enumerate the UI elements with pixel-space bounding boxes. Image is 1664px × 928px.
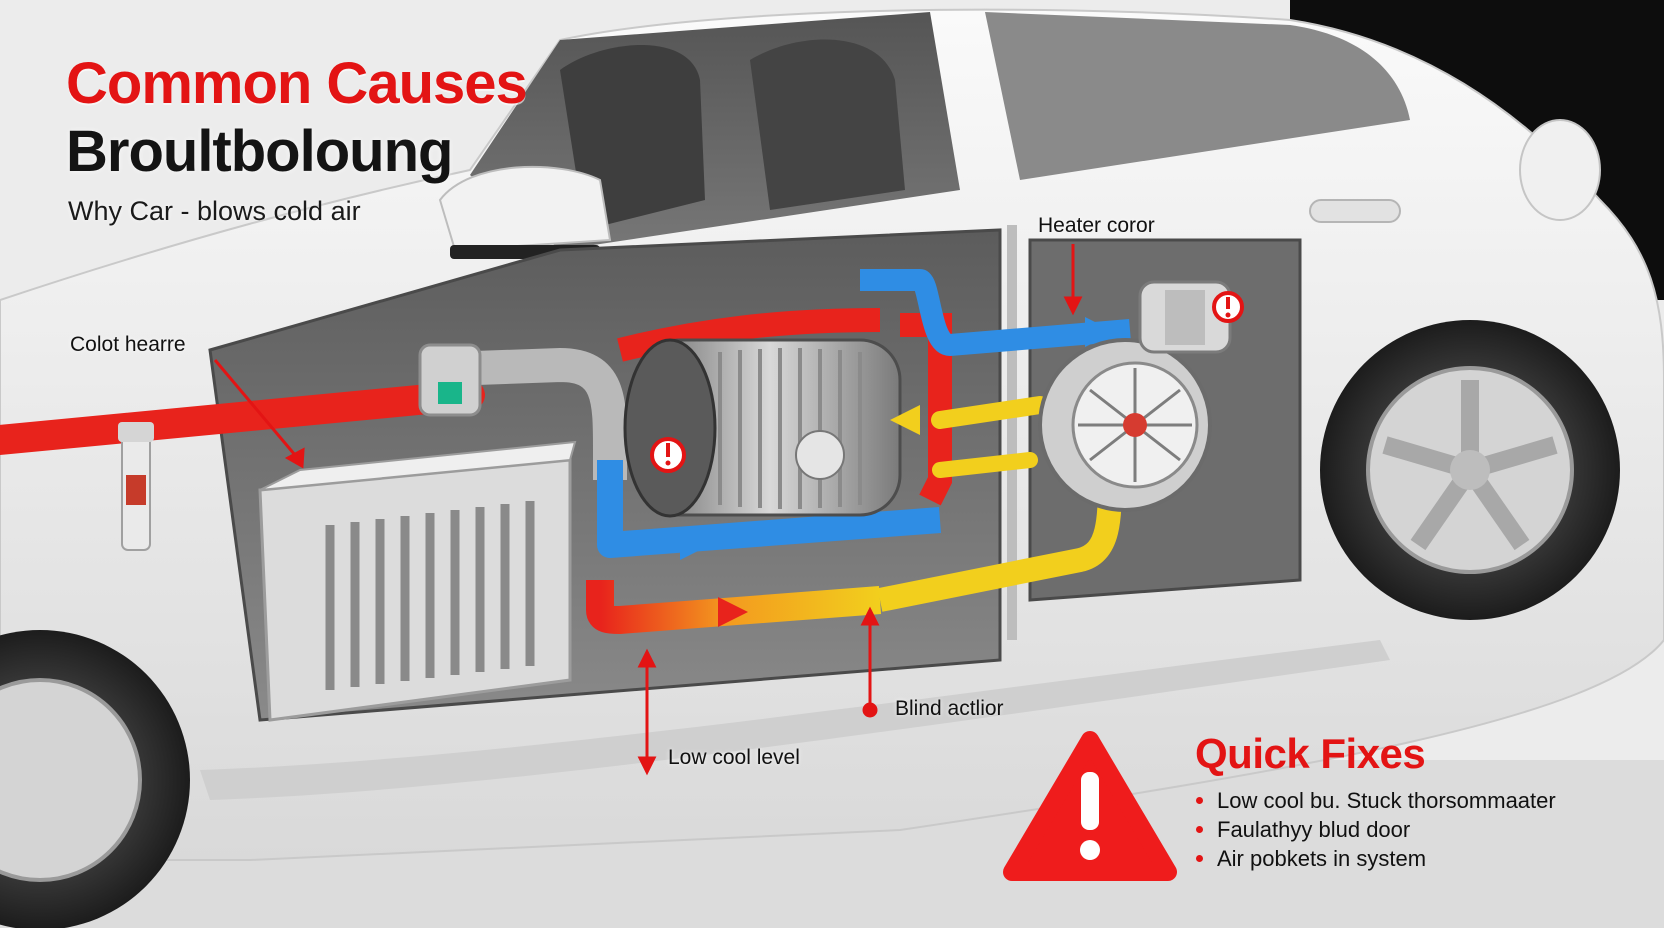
radiator [258,440,577,722]
coolant-sensor [118,422,154,551]
yellow-lower-pipe [932,452,1038,478]
rear-window [985,12,1410,180]
callout-colot-hearre: Colot hearre [70,333,186,356]
heater-core-fan [1038,338,1212,512]
fuel-cap [1519,119,1601,221]
bullet-icon [1196,825,1203,833]
callout-heater-core: Heater coror [1038,214,1155,237]
grey-coolant-pipe [419,347,627,480]
cold-return-pipe [597,460,941,558]
pipe-valve [418,343,482,417]
alert-badge-icon [650,437,686,473]
callout-pointers [213,244,1083,776]
quick-fixes-list: Low cool bu. Stuck thorsommaater Faulath… [1196,786,1556,873]
cold-heater-pipe [860,269,1131,357]
rear-hub [1450,450,1490,490]
list-item: Faulathyy blud door [1196,815,1556,844]
rear-seat [750,39,905,211]
quick-fixes-title: Quick Fixes [1195,730,1426,777]
title-line-2: Broultboloung [66,119,453,184]
flow-arrow-icon [718,597,748,627]
flow-arrow-icon [890,405,920,435]
alert-badge-icon [1212,291,1244,323]
quick-fix-text: Low cool bu. Stuck thorsommaater [1217,788,1556,813]
flow-arrow-icon [680,530,710,560]
side-mirror [438,165,612,252]
list-item: Air pobkets in system [1196,844,1556,873]
valve-indicator [438,382,462,404]
bullet-icon [1196,854,1203,862]
hot-loop-pipe [900,313,952,506]
bullet-icon [1196,796,1203,804]
blower-motor [623,338,902,518]
callout-low-cool-level: Low cool level [668,746,800,769]
side-sill [200,640,1390,800]
yellow-upper-pipe [931,396,1049,429]
title-line-1: Common Causes [66,51,528,116]
warning-triangle-icon [1003,731,1177,881]
heater-valve [1138,280,1232,354]
flow-arrow-icon [1085,317,1115,347]
door-handle [1309,199,1401,223]
callout-blind-action: Blind actlior [895,697,1004,720]
front-rim [0,678,142,882]
subtitle: Why Car - blows cold air [68,196,361,226]
list-item: Low cool bu. Stuck thorsommaater [1196,786,1556,815]
quick-fix-text: Air pobkets in system [1217,846,1427,871]
mixed-flow-pipe [586,580,882,635]
quick-fix-text: Faulathyy blud door [1217,817,1411,842]
hot-inlet-pipe [0,380,485,455]
hot-top-pipe [617,308,881,362]
